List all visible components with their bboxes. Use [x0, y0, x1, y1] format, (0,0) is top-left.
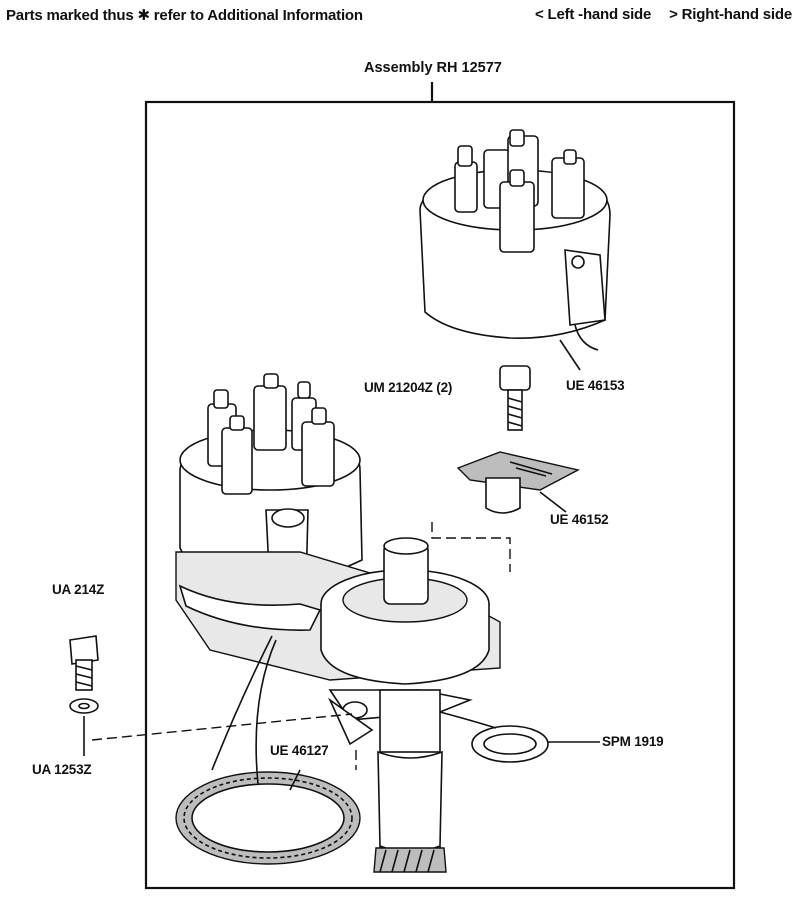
washer-label: UA 1253Z	[32, 762, 92, 777]
distributor-body-illustration	[175, 537, 501, 873]
o-ring-illustration	[471, 725, 549, 763]
lower-cap-illustration	[179, 373, 363, 591]
cap-leader-line	[559, 339, 581, 371]
distributor-cap-illustration	[419, 129, 611, 351]
bolt-label: UA 214Z	[52, 582, 105, 597]
o-ring-pointer	[439, 711, 497, 729]
trigger-ring-illustration	[175, 771, 361, 865]
rotor-arm-label: UE 46152	[550, 512, 609, 527]
left-hand-side-legend: < Left -hand side	[534, 6, 652, 23]
side-legend: < Left -hand side > Right-hand side	[535, 6, 792, 23]
assembly-title: Assembly RH 12577	[364, 60, 502, 76]
additional-info-note: Parts marked thus ✱ refer to Additional …	[6, 7, 363, 24]
o-ring-label: SPM 1919	[602, 734, 664, 749]
bolt-dashed-path	[91, 713, 353, 741]
trigger-ring-pointer-b	[255, 639, 277, 785]
rotor-leader-line	[539, 491, 567, 513]
cap-screw-illustration	[499, 365, 531, 431]
rotor-arm-illustration	[456, 451, 580, 514]
assembly-frame	[144, 100, 736, 890]
cap-screw-label: UM 21204Z (2)	[364, 380, 453, 395]
distributor-cap-label: UE 46153	[566, 378, 625, 393]
trigger-ring-label: UE 46127	[270, 743, 329, 758]
washer-illustration	[69, 698, 99, 714]
right-hand-side-legend: > Right-hand side	[669, 6, 792, 23]
assembly-dashed-path	[431, 522, 511, 572]
trigger-ring-pointer-a	[211, 635, 273, 771]
bolt-illustration	[69, 635, 99, 691]
trigger-ring-leader-line	[289, 769, 301, 791]
